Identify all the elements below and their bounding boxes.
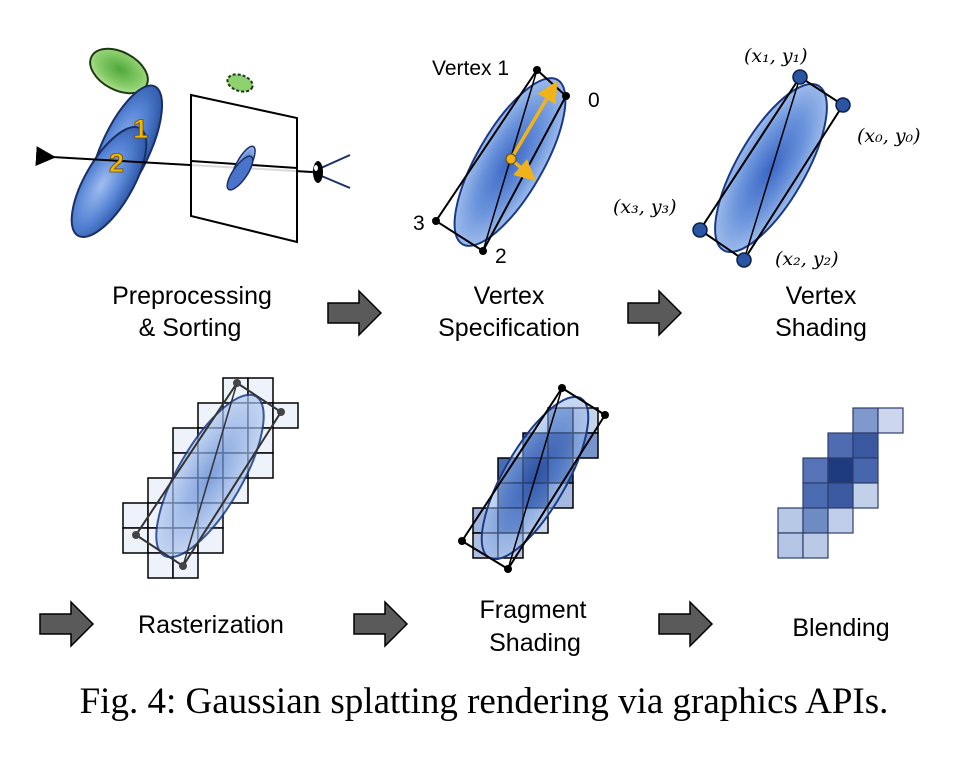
stage-label-blending: Blending	[792, 614, 889, 642]
stage-label-preprocessing-line2: & Sorting	[139, 314, 242, 342]
vertex-shading-panel: (x₁, y₁) (x₀, y₀) (x₃, y₃) (x₂, y₂) Vert…	[613, 45, 921, 342]
stage-label-vertex-shading-line2: Shading	[775, 314, 867, 342]
coord-label-2: (x₂, y₂)	[775, 248, 839, 270]
arrow-icon	[327, 289, 383, 337]
stage-label-preprocessing-line1: Preprocessing	[112, 282, 272, 310]
quad-diagonal	[182, 382, 238, 567]
gaussian-tag-1: 1	[133, 114, 148, 144]
stage-label-fragment-line1: Fragment	[480, 596, 587, 624]
vertex-dot	[277, 408, 285, 416]
vertex-dot	[504, 565, 512, 573]
arrow-icon	[627, 289, 683, 337]
stage-label-vertex-shading-line1: Vertex	[786, 282, 857, 310]
vertex-dot	[233, 379, 241, 387]
vertex-label-2: 2	[495, 245, 507, 268]
vertex-dot	[458, 537, 466, 545]
vertex-dot-0	[562, 92, 570, 100]
vertex-dot-3	[432, 217, 440, 225]
vertex-dot-2	[479, 247, 487, 255]
eye-icon	[311, 154, 351, 189]
arrow-icon	[39, 600, 95, 648]
major-axis-arrow	[509, 80, 558, 160]
coord-label-0: (x₀, y₀)	[857, 125, 921, 147]
vertex-label-1: Vertex 1	[432, 57, 509, 80]
gaussian-center	[505, 153, 517, 165]
blended-pixel-grid	[777, 407, 904, 559]
arrow-icon	[658, 600, 714, 648]
vertex-dot	[601, 411, 609, 419]
stage-label-rasterization: Rasterization	[138, 611, 284, 639]
vertex-dot	[179, 562, 187, 570]
quad-diagonal	[507, 387, 563, 570]
projected-gaussian-b	[226, 155, 254, 191]
vertex-dot-2	[736, 252, 752, 268]
blending-panel: Blending	[777, 407, 904, 642]
green-gaussian-projected	[226, 73, 254, 93]
vertex-spec-panel: Vertex 1 0 3 2 Vertex Specification	[413, 57, 600, 342]
figure-caption: Fig. 4: Gaussian splatting rendering via…	[79, 681, 889, 722]
arrow-icon	[353, 600, 409, 648]
coord-label-3: (x₃, y₃)	[613, 196, 677, 218]
vertex-dot-1	[533, 66, 541, 74]
vertex-label-3: 3	[413, 212, 425, 235]
gaussian-ellipse	[714, 82, 828, 254]
rasterization-panel: Rasterization	[122, 377, 299, 639]
gaussian-tag-2: 2	[109, 148, 124, 178]
stage-label-fragment-line2: Shading	[489, 629, 581, 657]
quad-diagonal	[743, 76, 801, 261]
pipeline-diagram: 1 2 Preprocessing & Sorting Vertex 1 0 3…	[35, 45, 921, 657]
vertex-label-0: 0	[588, 89, 600, 112]
vertex-dot-3	[692, 222, 708, 238]
flow-arrows	[39, 289, 714, 648]
stage-label-vertex-spec-line2: Specification	[438, 314, 580, 342]
preprocessing-panel: 1 2 Preprocessing & Sorting	[35, 47, 351, 342]
fragment-shading-panel: Fragment Shading	[458, 384, 609, 657]
blue-gaussian-2	[70, 125, 148, 239]
vertex-dot-0	[835, 97, 851, 113]
vertex-dot	[558, 384, 566, 392]
vertex-dot	[132, 531, 140, 539]
coord-label-1: (x₁, y₁)	[744, 45, 808, 67]
vertex-dot-1	[792, 69, 808, 85]
stage-label-vertex-spec-line1: Vertex	[474, 282, 545, 310]
